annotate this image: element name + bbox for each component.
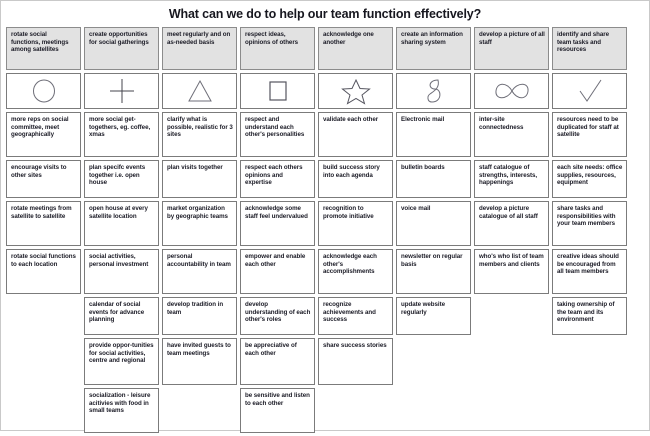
sticky-note[interactable]: share tasks and responsibilities with yo… [552,201,627,246]
sticky-note[interactable]: recognition to promote initiative [318,201,393,246]
column-header: create an information sharing system [396,27,471,70]
sticky-note[interactable]: recognize achievements and success [318,297,393,335]
sticky-note[interactable]: bulletin boards [396,160,471,198]
column-information-sharing: create an information sharing system Ele… [396,27,471,436]
sticky-note[interactable]: more reps on social committee, meet geog… [6,112,81,157]
column-header: acknowledge one another [318,27,393,70]
column-identify-share-tasks: identify and share team tasks and resour… [552,27,627,436]
sticky-note[interactable]: voice mail [396,201,471,246]
sticky-note[interactable]: rotate social functions to each location [6,249,81,294]
sticky-note[interactable]: develop tradition in team [162,297,237,335]
column-rotate-social-functions: rotate social functions, meetings among … [6,27,81,436]
checkmark-icon [552,73,627,109]
sticky-note[interactable]: social activities, personal investment [84,249,159,294]
sticky-note[interactable]: be sensitive and listen to each other [240,388,315,433]
sticky-note[interactable]: socialization - leisure acitivies with f… [84,388,159,433]
sticky-note[interactable]: open house at every satellite location [84,201,159,246]
sticky-note[interactable]: acknowledge each other's accomplishments [318,249,393,294]
column-header: create opportunities for social gatherin… [84,27,159,70]
affinity-board: rotate social functions, meetings among … [1,27,650,436]
sticky-note[interactable]: plan specifc events together i.e. open h… [84,160,159,198]
sticky-note[interactable]: staff catalogue of strengths, interests,… [474,160,549,198]
column-header: respect ideas, opinions of others [240,27,315,70]
sticky-note[interactable]: encourage visits to other sites [6,160,81,198]
sticky-note[interactable]: calendar of social events for advance pl… [84,297,159,335]
column-respect-ideas: respect ideas, opinions of others respec… [240,27,315,436]
sticky-note[interactable]: validate each other [318,112,393,157]
column-create-opportunities: create opportunities for social gatherin… [84,27,159,436]
sticky-note[interactable]: personal accountability in team [162,249,237,294]
sticky-note[interactable]: plan visits together [162,160,237,198]
sticky-note[interactable]: empower and enable each other [240,249,315,294]
column-acknowledge-one-another: acknowledge one another validate each ot… [318,27,393,436]
sticky-note[interactable]: clarify what is possible, realistic for … [162,112,237,157]
sticky-note[interactable]: Electronic mail [396,112,471,157]
column-header: develop a picture of all staff [474,27,549,70]
sticky-note[interactable]: each site needs: office supplies, resour… [552,160,627,198]
sticky-note[interactable]: market organization by geographic teams [162,201,237,246]
sticky-note[interactable]: provide oppor-tunities for social activi… [84,338,159,385]
sticky-note[interactable]: rotate meetings from satellite to satell… [6,201,81,246]
page-title: What can we do to help our team function… [168,7,482,21]
sticky-note[interactable]: update website regularly [396,297,471,335]
plus-icon [84,73,159,109]
sticky-note[interactable]: inter-site connectedness [474,112,549,157]
square-icon [240,73,315,109]
sticky-note[interactable]: taking ownership of the team and its env… [552,297,627,335]
sticky-note[interactable]: who's who list of team members and clien… [474,249,549,294]
sticky-note[interactable]: develop a picture catalogue of all staff [474,201,549,246]
squiggle-icon [396,73,471,109]
sticky-note[interactable]: respect and understand each other's pers… [240,112,315,157]
sticky-note[interactable]: be appreciative of each other [240,338,315,385]
sticky-note[interactable]: creative ideas should be encouraged from… [552,249,627,294]
sticky-note[interactable]: develop understanding of each other's ro… [240,297,315,335]
column-header: rotate social functions, meetings among … [6,27,81,70]
sticky-note[interactable]: more social get-togethers, eg. coffee, x… [84,112,159,157]
column-header: meet regularly and on as-needed basis [162,27,237,70]
triangle-icon [162,73,237,109]
sticky-note[interactable]: build success story into each agenda [318,160,393,198]
sticky-note[interactable]: newsletter on regular basis [396,249,471,294]
circle-icon [6,73,81,109]
column-meet-regularly: meet regularly and on as-needed basis cl… [162,27,237,436]
column-picture-of-all-staff: develop a picture of all staff inter-sit… [474,27,549,436]
sticky-note[interactable]: resources need to be duplicated for staf… [552,112,627,157]
column-header: identify and share team tasks and resour… [552,27,627,70]
sticky-note[interactable]: share success stories [318,338,393,385]
infinity-icon [474,73,549,109]
sticky-note[interactable]: respect each others opinions and experti… [240,160,315,198]
star-icon [318,73,393,109]
sticky-note[interactable]: have invited guests to team meetings [162,338,237,385]
sticky-note[interactable]: acknowledge some staff feel undervalued [240,201,315,246]
